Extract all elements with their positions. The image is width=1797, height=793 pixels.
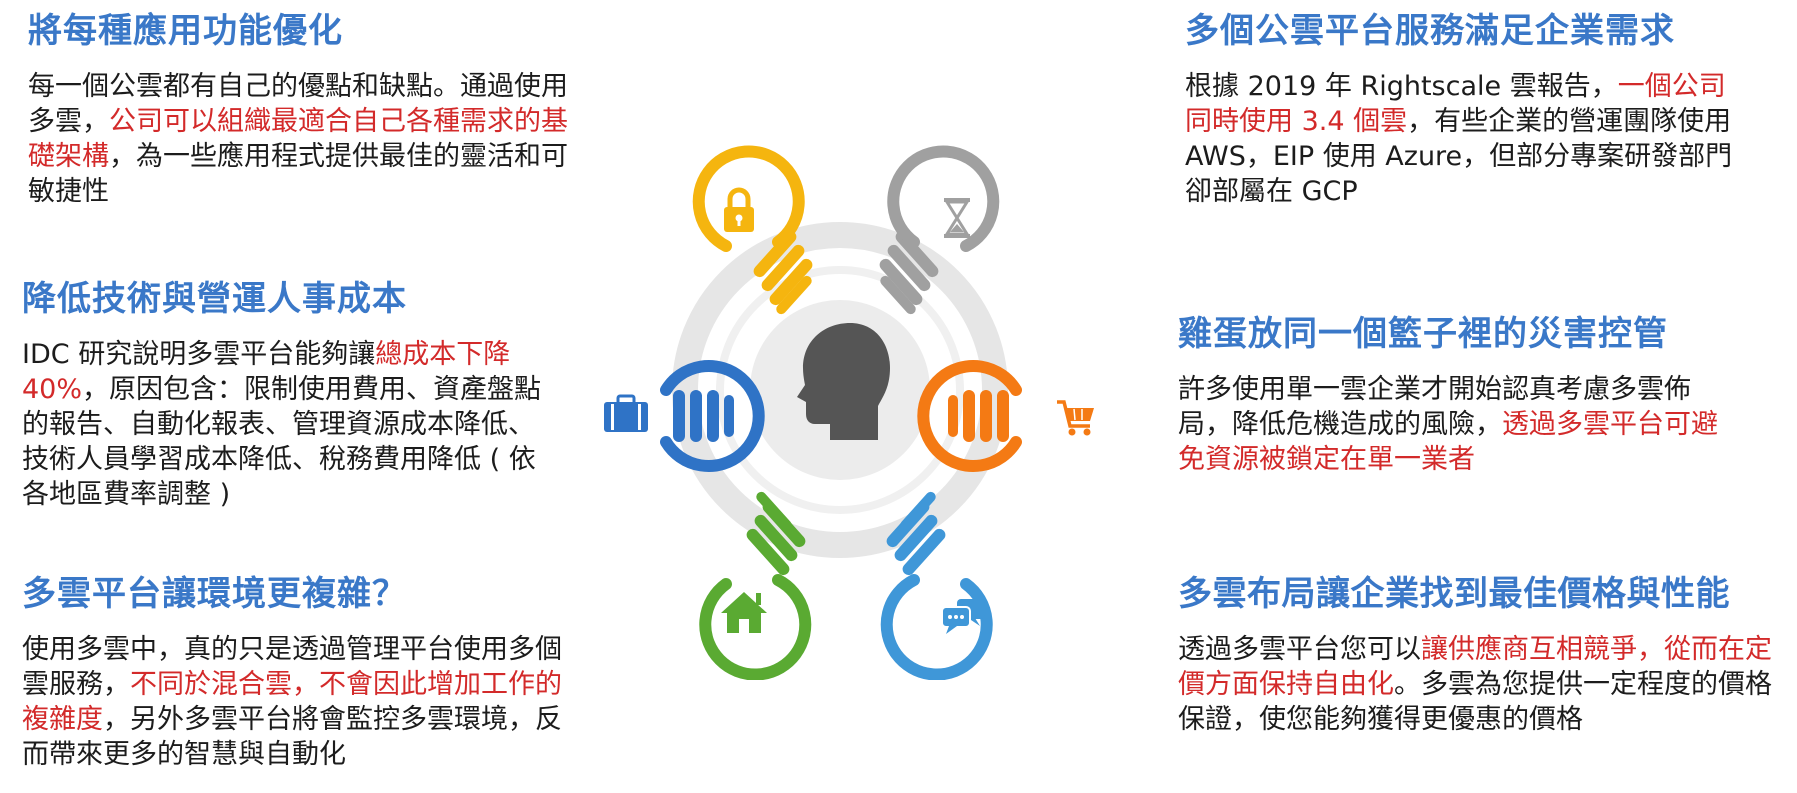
- feature-title: 多個公雲平台服務滿足企業需求: [1185, 11, 1675, 51]
- feature-complexity: 多雲平台讓環境更複雜？ 使用多雲中，真的只是透過管理平台使用多個雲服務，不同於混…: [22, 574, 562, 772]
- feature-text: 透過多雲平台您可以讓供應商互相競爭，從而在定價方面保持自由化。多雲為您提供一定程…: [1178, 632, 1788, 737]
- chat-icon: [941, 599, 985, 634]
- highlight-text: 透過多雲平台可避免資源被鎖定在單一業者: [1178, 409, 1718, 476]
- highlight-text: 讓供應商互相競爭，從而在定價方面保持自由化: [1178, 634, 1772, 701]
- feature-text: 許多使用單一雲企業才開始認真考慮多雲佈局，降低危機造成的風險，透過多雲平台可避免…: [1178, 372, 1738, 477]
- text-part: 根據 2019 年 Rightscale 雲報告，: [1185, 71, 1618, 103]
- bulb-lock: [692, 145, 813, 315]
- highlight-text: 總成本下降 40%: [22, 339, 511, 406]
- text-part: 。多雲為您提供一定程度的價格保證，使您能夠獲得更優惠的價格: [1178, 669, 1772, 736]
- text-part: IDC 研究說明多雲平台能夠讓: [22, 339, 376, 371]
- text-part: 使用多雲中，真的只是透過管理平台使用多個雲服務，: [22, 634, 562, 701]
- bulb-base: [948, 390, 1009, 442]
- text-part: ，另外多雲平台將會監控多雲環境，反而帶來更多的智慧與自動化: [22, 704, 562, 771]
- bulb-ring: [880, 574, 993, 680]
- bulb-base: [673, 390, 734, 442]
- highlight-text: 公司可以組織最適合自己各種需求的基礎架構: [28, 106, 568, 173]
- text-part: 許多使用單一雲企業才開始認真考慮多雲佈局，降低危機造成的風險，: [1178, 374, 1691, 441]
- bulb-chat: [880, 491, 993, 680]
- feature-multi-cloud-services: 多個公雲平台服務滿足企業需求 根據 2019 年 Rightscale 雲報告，…: [1185, 11, 1745, 209]
- bulb-home: [699, 491, 812, 680]
- text-part: ，為一些應用程式提供最佳的靈活和可敏捷性: [28, 141, 568, 208]
- text-part: ，有些企業的營運團隊使用 AWS，EIP 使用 Azure，但部分專案研發部門卻…: [1185, 106, 1733, 208]
- highlight-text: 不同於混合雲，不會因此增加工作的複雜度: [22, 669, 562, 736]
- briefcase-icon: [604, 394, 648, 432]
- bulb-ring: [699, 574, 812, 680]
- hourglass-icon: [944, 198, 970, 238]
- text-part: 每一個公雲都有自己的優點和缺點。通過使用多雲，: [28, 71, 568, 138]
- feature-text: 根據 2019 年 Rightscale 雲報告，一個公司同時使用 3.4 個雲…: [1185, 69, 1745, 209]
- feature-title: 將每種應用功能優化: [28, 11, 343, 51]
- bulb-base: [746, 491, 806, 576]
- bulb-ring: [692, 145, 805, 252]
- multi-cloud-bulb-diagram: [604, 145, 1094, 680]
- bulb-ring: [887, 145, 1000, 252]
- text-part: 透過多雲平台您可以: [1178, 634, 1421, 666]
- feature-reduce-cost: 降低技術與營運人事成本 IDC 研究說明多雲平台能夠讓總成本下降 40%，原因包…: [22, 279, 542, 512]
- outer-ring: [672, 222, 1008, 558]
- bulb-cart: [917, 360, 1094, 472]
- text-part: ，原因包含：限制使用費用、資產盤點的報告、自動化報表、管理資源成本降低、技術人員…: [22, 374, 542, 511]
- bulb-hourglass: [879, 145, 1000, 315]
- feature-title: 多雲平台讓環境更複雜？: [22, 574, 407, 614]
- bulb-briefcase: [604, 360, 765, 472]
- cart-icon: [1057, 400, 1094, 436]
- feature-title: 多雲布局讓企業找到最佳價格與性能: [1178, 574, 1730, 614]
- inner-ring: [716, 266, 964, 514]
- feature-risk-control: 雞蛋放同一個籃子裡的災害控管 許多使用單一雲企業才開始認真考慮多雲佈局，降低危機…: [1178, 314, 1738, 477]
- feature-title: 降低技術與營運人事成本: [22, 279, 407, 319]
- feature-text: IDC 研究說明多雲平台能夠讓總成本下降 40%，原因包含：限制使用費用、資產盤…: [22, 337, 542, 512]
- highlight-text: 一個公司同時使用 3.4 個雲: [1185, 71, 1726, 138]
- bulb-base: [886, 491, 946, 576]
- feature-title: 雞蛋放同一個籃子裡的災害控管: [1178, 314, 1668, 354]
- feature-best-price: 多雲布局讓企業找到最佳價格與性能 透過多雲平台您可以讓供應商互相競爭，從而在定價…: [1178, 574, 1788, 737]
- home-icon: [721, 592, 767, 633]
- feature-text: 每一個公雲都有自己的優點和缺點。通過使用多雲，公司可以組織最適合自己各種需求的基…: [28, 69, 568, 209]
- lock-icon: [724, 187, 754, 232]
- bulb-ring: [660, 360, 765, 472]
- bulb-ring: [917, 360, 1022, 472]
- human-head-icon: [797, 323, 890, 440]
- feature-optimize-apps: 將每種應用功能優化 每一個公雲都有自己的優點和缺點。通過使用多雲，公司可以組織最…: [28, 11, 568, 209]
- feature-text: 使用多雲中，真的只是透過管理平台使用多個雲服務，不同於混合雲，不會因此增加工作的…: [22, 632, 562, 772]
